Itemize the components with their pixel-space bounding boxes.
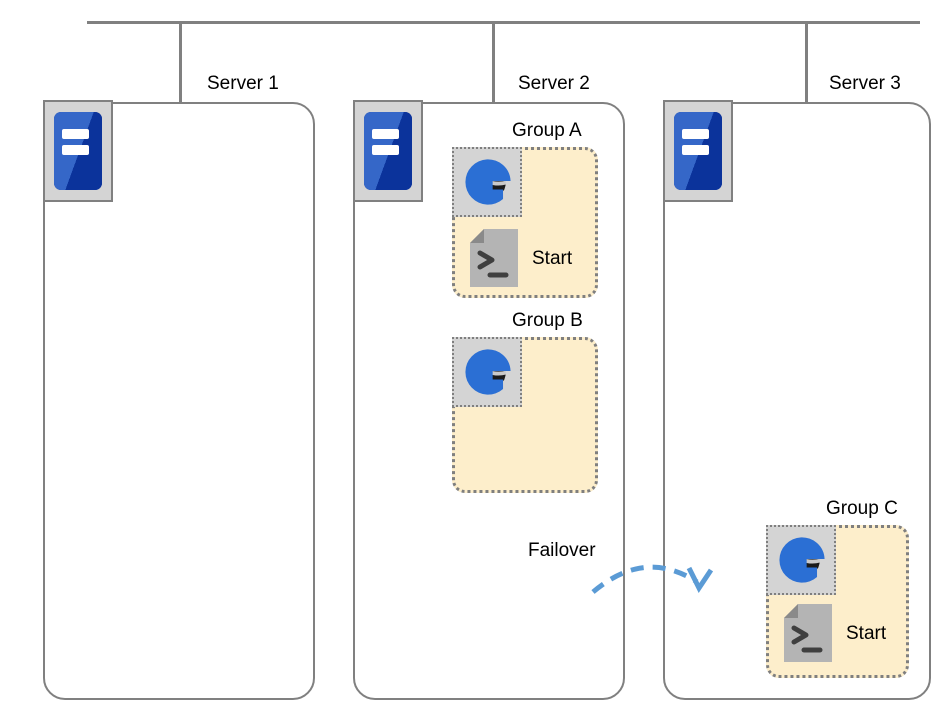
server-label-3: Server 3 bbox=[829, 73, 901, 94]
server-label-1: Server 1 bbox=[207, 73, 279, 94]
server-slot-bar bbox=[372, 129, 400, 140]
server-slot-bar bbox=[682, 144, 710, 155]
script-label: Start bbox=[846, 622, 887, 644]
server-slot-bar bbox=[62, 144, 90, 155]
server-icon-3[interactable] bbox=[663, 100, 733, 202]
server-label-2: Server 2 bbox=[518, 73, 590, 94]
globe-icon[interactable] bbox=[452, 337, 522, 407]
script-icon bbox=[470, 229, 518, 287]
network-bus-line bbox=[87, 21, 920, 24]
globe-icon[interactable] bbox=[452, 147, 522, 217]
globe-icon[interactable] bbox=[766, 525, 836, 595]
server-slot-bar bbox=[372, 144, 400, 155]
group-label-b: Group B bbox=[512, 310, 583, 331]
server-chassis bbox=[364, 112, 412, 190]
group-label-a: Group A bbox=[512, 120, 582, 141]
group-label-c: Group C bbox=[826, 498, 898, 519]
server-slot-bar bbox=[682, 129, 710, 140]
server-icon-1[interactable] bbox=[43, 100, 113, 202]
script-resource-c[interactable]: Start bbox=[784, 604, 886, 662]
script-label: Start bbox=[532, 247, 573, 269]
server-chassis bbox=[54, 112, 102, 190]
network-drop-server-3 bbox=[805, 22, 808, 104]
script-resource-a[interactable]: Start bbox=[470, 229, 572, 287]
server-chassis bbox=[674, 112, 722, 190]
failover-label: Failover bbox=[528, 540, 596, 561]
network-drop-server-2 bbox=[492, 22, 495, 104]
server-icon-2[interactable] bbox=[353, 100, 423, 202]
script-icon bbox=[784, 604, 832, 662]
server-slot-bar bbox=[62, 129, 90, 140]
network-drop-server-1 bbox=[179, 22, 182, 104]
